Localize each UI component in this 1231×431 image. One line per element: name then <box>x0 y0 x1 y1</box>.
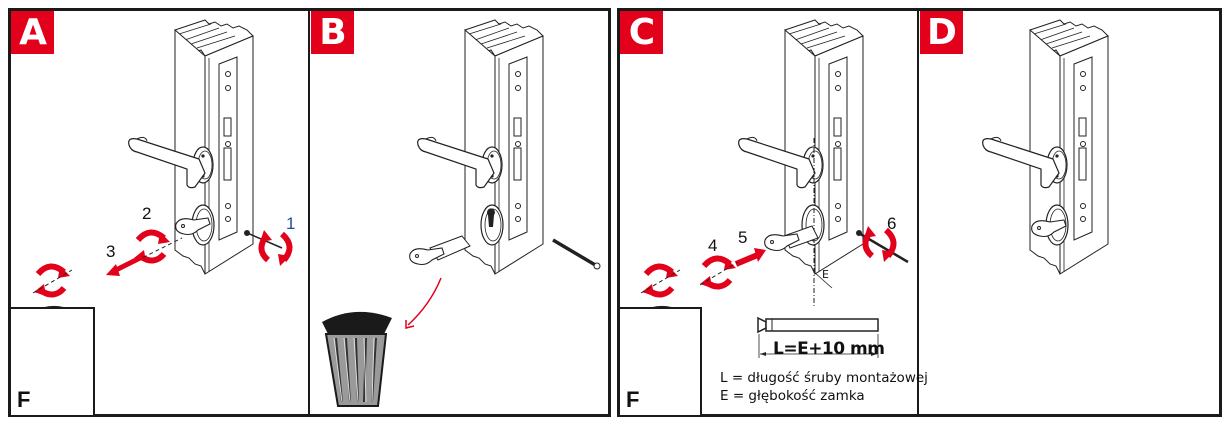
bolt-drawing <box>757 316 879 358</box>
bolt-length-formula: L=E+10 mm <box>773 339 885 359</box>
panel-b-illustration <box>322 19 601 407</box>
rotate-arrow-1 <box>260 230 290 266</box>
panel-badge-c: C <box>620 11 663 54</box>
step-number-5: 5 <box>738 228 748 247</box>
inset-thumbturn-a: F <box>11 307 95 415</box>
push-arrow-5 <box>754 248 766 262</box>
panel-badge-a: A <box>11 11 54 54</box>
divider-cd <box>917 10 919 416</box>
frame-cd <box>617 8 1222 417</box>
inset-thumbturn-c: F <box>620 307 702 415</box>
inset-label-f: F <box>17 387 31 412</box>
rotate-arrow-left <box>34 266 70 296</box>
step-number-3: 3 <box>106 242 116 261</box>
panel-c-illustration <box>641 19 909 358</box>
rotate-arrow-left <box>642 266 678 296</box>
long-screw <box>552 238 598 268</box>
step-number-1: 1 <box>286 214 296 233</box>
step-number-6: 6 <box>887 214 897 233</box>
step-number-4: 4 <box>708 236 718 255</box>
panel-d-illustration <box>982 19 1109 275</box>
trash-can-icon <box>322 311 392 407</box>
panel-a-illustration <box>33 19 290 296</box>
divider-ab <box>308 10 310 416</box>
panel-badge-b: B <box>311 11 354 54</box>
step-number-2: 2 <box>142 204 152 223</box>
legend-line-e: E = głębokość zamka <box>720 388 865 404</box>
rotate-arrow-4 <box>700 258 736 288</box>
pull-arrow-3 <box>106 264 120 276</box>
panel-badge-d: D <box>920 11 963 54</box>
dimension-label-e: E <box>822 268 829 281</box>
legend-line-l: L = długość śruby montażowej <box>720 370 928 386</box>
door-drawing <box>464 19 544 275</box>
door-drawing <box>174 19 254 275</box>
inset-label-f: F <box>626 387 640 412</box>
discard-arrow <box>407 277 442 326</box>
key <box>409 247 445 266</box>
